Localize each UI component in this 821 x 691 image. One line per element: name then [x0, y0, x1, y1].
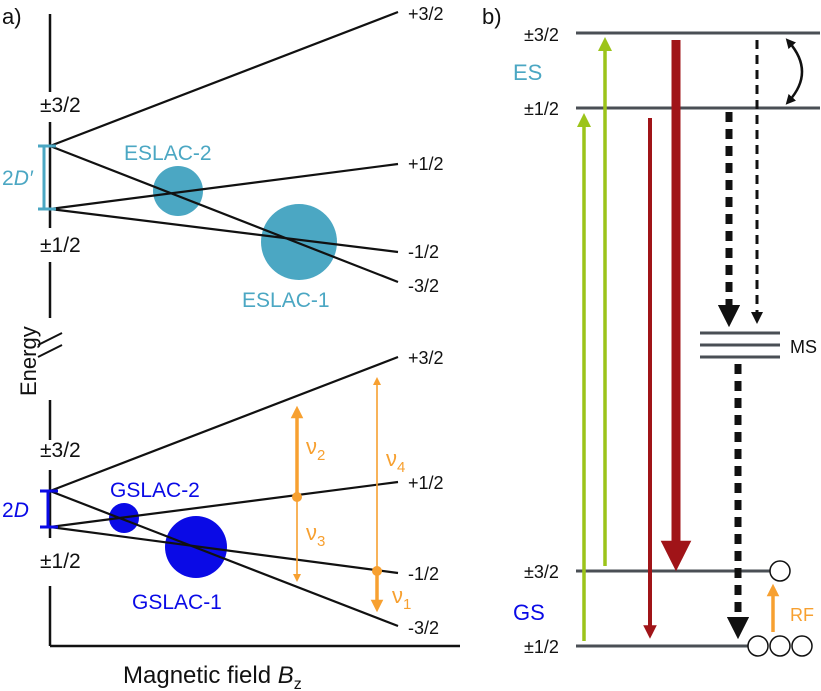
gslac-1-label: GSLAC-1 [132, 591, 222, 614]
panel-a-label: a) [2, 4, 22, 29]
es-end-label-plus-1-2: +1/2 [408, 154, 444, 174]
es-zeeman-lines [49, 10, 399, 284]
gs-line-plus-1-2 [49, 480, 399, 529]
gs-end-label-minus-1-2: -1/2 [408, 564, 439, 584]
eslac-1-circle [261, 204, 337, 280]
es-group-label-1-2: ±1/2 [40, 234, 81, 257]
gs-line-minus-1-2 [49, 525, 399, 575]
gs-splitting-bracket [40, 489, 58, 529]
eslac-2-circle [153, 166, 203, 216]
gslac-2-label: GSLAC-2 [110, 479, 200, 502]
gs-line-minus-3-2 [49, 489, 399, 628]
nu4-label: ν4 [386, 446, 405, 476]
gs-splitting-label: 2D [2, 499, 29, 522]
nu3-label: ν3 [306, 520, 325, 550]
gs-line-plus-3-2 [49, 355, 399, 493]
es-line-plus-1-2 [49, 162, 399, 211]
gs-end-label-plus-3-2: +3/2 [408, 348, 444, 368]
es-group-label-3-2: ±3/2 [40, 94, 81, 117]
panel-b-label: b) [482, 4, 502, 29]
gs-group-label-3-2: ±3/2 [40, 439, 81, 462]
es-end-label-plus-3-2: +3/2 [408, 4, 444, 24]
es-line-plus-3-2 [49, 10, 399, 148]
nu1-label: ν1 [392, 583, 411, 613]
es-end-label-minus-1-2: -1/2 [408, 242, 439, 262]
eslac-1-label: ESLAC-1 [242, 289, 330, 312]
gs-label: GS [513, 600, 545, 625]
metastable-levels [700, 331, 780, 359]
gs-transition-arrows [290, 377, 384, 613]
level-lines [576, 31, 820, 648]
gs-group-label-1-2: ±1/2 [40, 550, 81, 573]
eslac-2-label: ESLAC-2 [124, 142, 212, 165]
es-level-label-1-2: ±1/2 [524, 99, 559, 119]
es-end-label-minus-3-2: -3/2 [408, 276, 439, 296]
es-line-minus-1-2 [49, 207, 399, 254]
energy-axis-label: Energy [16, 326, 41, 396]
nu1-nu4-origin-dot [372, 566, 382, 576]
energy-axis [48, 14, 460, 648]
nu2-label: ν2 [306, 434, 325, 464]
axis-break-marks [37, 332, 63, 358]
es-mixing-arrow [785, 38, 804, 105]
gs-level-label-3-2: ±3/2 [524, 562, 559, 582]
gs-zeeman-lines [49, 355, 399, 628]
gs-end-label-minus-3-2: -3/2 [408, 618, 439, 638]
rf-label: RF [790, 605, 814, 625]
gs-end-label-plus-1-2: +1/2 [408, 473, 444, 493]
x-axis-label: Magnetic field Bz [123, 662, 302, 691]
es-line-minus-3-2 [49, 144, 399, 284]
es-label: ES [513, 60, 542, 85]
population-circles [747, 560, 813, 657]
es-level-label-3-2: ±3/2 [524, 25, 559, 45]
es-splitting-bracket [38, 144, 56, 211]
ms-label: MS [790, 337, 817, 357]
es-splitting-label: 2D′ [2, 167, 34, 190]
gs-level-label-1-2: ±1/2 [524, 637, 559, 657]
nu2-nu3-origin-dot [292, 492, 302, 502]
